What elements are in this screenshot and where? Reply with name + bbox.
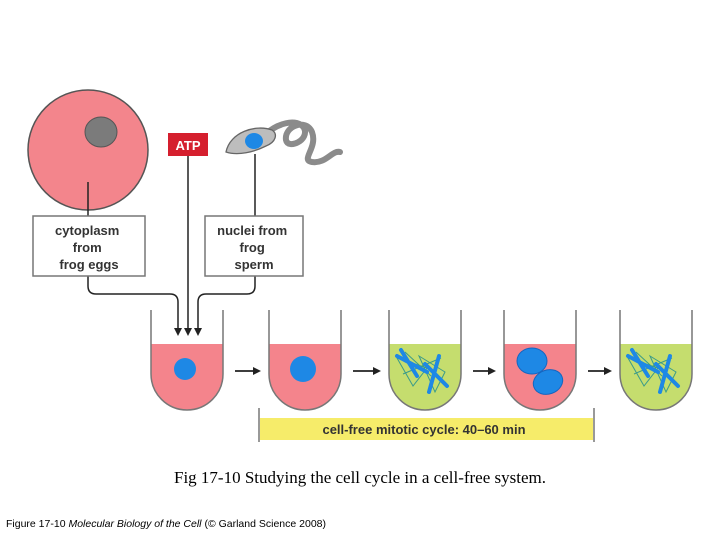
tube-outline bbox=[150, 310, 224, 411]
spindle-fibers bbox=[395, 351, 446, 394]
sperm-tail bbox=[259, 119, 343, 166]
cytoplasm-box bbox=[32, 215, 146, 277]
tube-2 bbox=[268, 310, 342, 411]
arrow-nuclei bbox=[194, 276, 256, 336]
credit-prefix: Figure 17-10 bbox=[6, 518, 69, 530]
daughter-nucleus-1 bbox=[516, 347, 548, 375]
arrow-cytoplasm bbox=[87, 276, 182, 336]
frog-sperm bbox=[225, 119, 343, 166]
credit-suffix: (© Garland Science 2008) bbox=[201, 518, 326, 530]
atp-label: ATP bbox=[175, 138, 200, 153]
connector-lines bbox=[87, 154, 256, 336]
figure-caption: Fig 17-10 Studying the cell cycle in a c… bbox=[173, 468, 546, 487]
cycle-label: cell-free mitotic cycle: 40–60 min bbox=[322, 422, 525, 437]
nuclei-box bbox=[204, 215, 304, 277]
tube-outline bbox=[619, 310, 693, 411]
nucleus bbox=[290, 356, 316, 382]
chromosomes-left bbox=[626, 348, 660, 378]
chromosomes-right bbox=[654, 354, 680, 394]
tube-outline bbox=[388, 310, 462, 411]
cycle-bracket bbox=[258, 408, 595, 442]
nuclei-label: nuclei from frog sperm bbox=[217, 223, 291, 272]
figure-credit: Figure 17-10 Molecular Biology of the Ce… bbox=[6, 518, 326, 530]
spindle-fibers bbox=[626, 351, 677, 394]
tube-series bbox=[150, 310, 693, 411]
tube-outline bbox=[503, 310, 577, 411]
chromosomes-right bbox=[423, 354, 449, 394]
sperm-nucleus bbox=[245, 133, 263, 149]
mitotic-spindle bbox=[626, 348, 680, 394]
cytoplasm-label: cytoplasm from frog eggs bbox=[55, 223, 123, 272]
tube-4 bbox=[503, 310, 577, 411]
chromosomes-left bbox=[395, 348, 429, 378]
egg-nucleus bbox=[84, 116, 118, 148]
daughter-nucleus-2 bbox=[532, 369, 564, 395]
cycle-bar bbox=[260, 418, 593, 440]
atp-box bbox=[168, 133, 208, 156]
credit-book-title: Molecular Biology of the Cell bbox=[68, 518, 202, 530]
tube-1 bbox=[150, 310, 224, 411]
tube-5 bbox=[619, 310, 693, 411]
nucleus bbox=[174, 358, 196, 380]
mitotic-spindle bbox=[395, 348, 449, 394]
tube-3 bbox=[388, 310, 462, 411]
tube-outline bbox=[268, 310, 342, 411]
